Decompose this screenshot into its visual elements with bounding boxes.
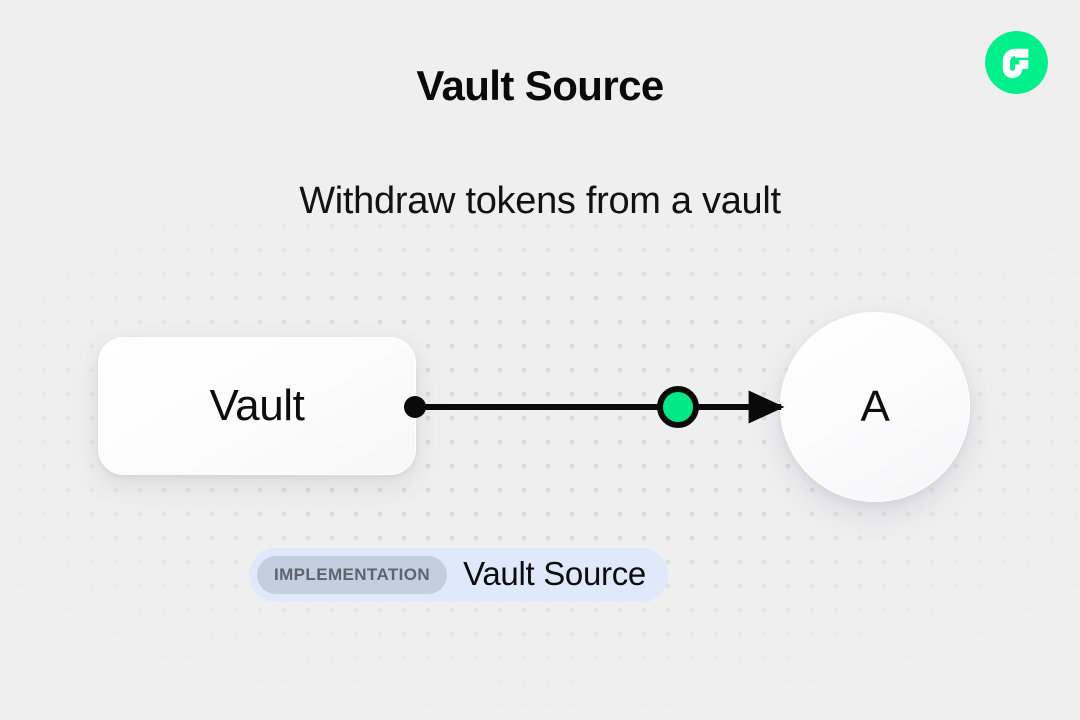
- node-a-label: A: [860, 382, 890, 431]
- node-a[interactable]: A: [780, 312, 970, 502]
- implementation-badge[interactable]: IMPLEMENTATION Vault Source: [249, 548, 668, 602]
- vault-source-marker-dot[interactable]: [657, 386, 699, 428]
- node-vault[interactable]: Vault: [98, 337, 416, 475]
- page-title: Vault Source: [416, 62, 664, 109]
- node-vault-label: Vault: [209, 381, 305, 430]
- page-subtitle: Withdraw tokens from a vault: [299, 180, 781, 222]
- flow-logo-icon: [985, 31, 1048, 94]
- implementation-tag-label: IMPLEMENTATION: [257, 556, 448, 594]
- implementation-name-label: Vault Source: [463, 555, 646, 592]
